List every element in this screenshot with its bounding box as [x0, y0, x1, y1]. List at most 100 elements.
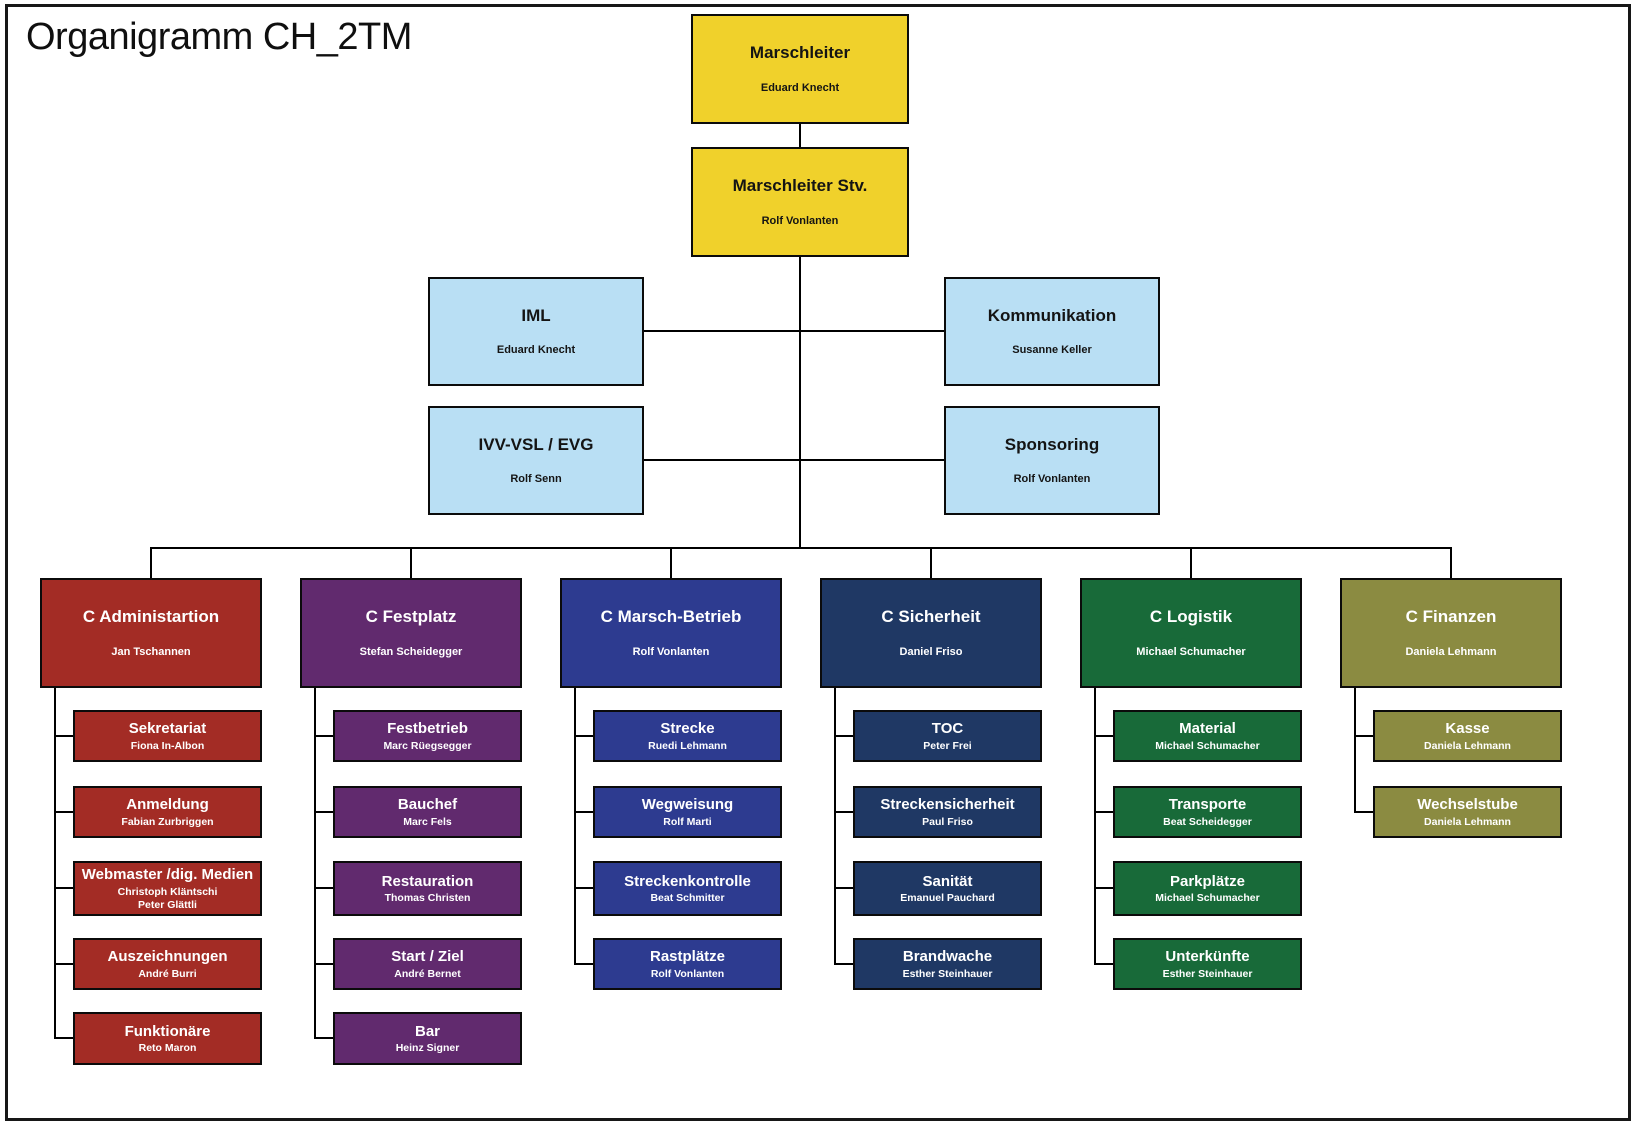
box-title: Sekretariat [128, 720, 207, 738]
connector-line [150, 547, 152, 578]
connector-line [54, 688, 56, 1039]
box-person: Reto Maron [138, 1042, 197, 1055]
org-box-marschleiter-stv: Marschleiter Stv. Rolf Vonlanten [691, 147, 909, 257]
box-person: Marc Fels [403, 815, 452, 828]
connector-line [314, 1037, 333, 1039]
box-person: Daniel Friso [899, 645, 963, 658]
dept-header-marsch-betrieb: C Marsch-Betrieb Rolf Vonlanten [560, 578, 782, 688]
org-box-sponsoring: Sponsoring Rolf Vonlanten [944, 406, 1160, 515]
child-box-rastplaetze: Rastplätze Rolf Vonlanten [593, 938, 782, 990]
connector-line [314, 735, 333, 737]
box-person: Eduard Knecht [760, 81, 840, 94]
connector-line [1190, 547, 1192, 578]
child-box-material: Material Michael Schumacher [1113, 710, 1302, 762]
box-title: Auszeichnungen [107, 948, 228, 966]
org-box-iml: IML Eduard Knecht [428, 277, 644, 386]
box-title: Rastplätze [649, 948, 726, 966]
box-person: André Burri [138, 967, 197, 980]
child-box-toc: TOC Peter Frei [853, 710, 1042, 762]
org-box-marschleiter: Marschleiter Eduard Knecht [691, 14, 909, 124]
box-title: Brandwache [902, 948, 993, 966]
child-box-streckenkontrolle: Streckenkontrolle Beat Schmitter [593, 861, 782, 916]
child-box-parkplaetze: Parkplätze Michael Schumacher [1113, 861, 1302, 916]
connector-line [1354, 735, 1373, 737]
box-person: Rolf Vonlanten [650, 967, 725, 980]
box-person: Thomas Christen [384, 892, 471, 905]
box-person: Marc Rüegsegger [383, 739, 472, 752]
child-box-bar: Bar Heinz Signer [333, 1012, 522, 1065]
box-person: Michael Schumacher [1136, 645, 1246, 658]
box-person: Fabian Zurbriggen [121, 815, 214, 828]
connector-line [1094, 811, 1113, 813]
connector-line [1094, 887, 1113, 889]
box-title: C Logistik [1149, 607, 1233, 627]
box-person: Fiona In-Albon [130, 739, 205, 752]
box-title: Sponsoring [1004, 434, 1100, 454]
box-person: Heinz Signer [395, 1042, 460, 1055]
box-person: Stefan Scheidegger [359, 645, 463, 658]
connector-line [1094, 963, 1113, 965]
child-box-restauration: Restauration Thomas Christen [333, 861, 522, 916]
connector-line [54, 811, 73, 813]
connector-line [930, 547, 932, 578]
connector-line [574, 688, 576, 965]
box-title: Streckensicherheit [880, 796, 1015, 814]
connector-line [834, 811, 853, 813]
child-box-bauchef: Bauchef Marc Fels [333, 786, 522, 838]
box-person: André Bernet [394, 967, 461, 980]
child-box-auszeichnungen: Auszeichnungen André Burri [73, 938, 262, 990]
box-person: Rolf Vonlanten [632, 645, 710, 658]
box-title: Anmeldung [126, 796, 209, 814]
box-title: Funktionäre [124, 1022, 211, 1040]
child-box-festbetrieb: Festbetrieb Marc Rüegsegger [333, 710, 522, 762]
connector-line [574, 887, 593, 889]
connector-line [150, 547, 1451, 549]
box-person: Beat Scheidegger [1163, 815, 1252, 828]
connector-line [799, 257, 801, 548]
child-box-wechselstube: Wechselstube Daniela Lehmann [1373, 786, 1562, 838]
page-title: Organigramm CH_2TM [26, 16, 412, 58]
box-person: Jan Tschannen [111, 645, 191, 658]
box-person: Daniela Lehmann [1424, 739, 1511, 752]
child-box-kasse: Kasse Daniela Lehmann [1373, 710, 1562, 762]
connector-line [644, 459, 944, 461]
box-person: Michael Schumacher [1155, 739, 1260, 752]
child-box-anmeldung: Anmeldung Fabian Zurbriggen [73, 786, 262, 838]
connector-line [1094, 688, 1096, 965]
box-person: Susanne Keller [1012, 344, 1092, 357]
box-person: Esther Steinhauer [1162, 967, 1253, 980]
box-title: Restauration [381, 872, 474, 890]
child-box-transporte: Transporte Beat Scheidegger [1113, 786, 1302, 838]
connector-line [314, 887, 333, 889]
box-title: IML [521, 305, 551, 325]
box-person: Rolf Marti [663, 815, 712, 828]
connector-line [799, 124, 801, 147]
connector-line [834, 887, 853, 889]
box-person: Daniela Lehmann [1424, 815, 1511, 828]
dept-header-administartion: C Administartion Jan Tschannen [40, 578, 262, 688]
box-title: Kommunikation [987, 305, 1117, 325]
box-title: C Administartion [82, 607, 220, 627]
connector-line [54, 735, 73, 737]
child-box-start-ziel: Start / Ziel André Bernet [333, 938, 522, 990]
box-person: Eduard Knecht [496, 344, 576, 357]
connector-line [314, 811, 333, 813]
box-title: C Sicherheit [881, 607, 981, 627]
connector-line [54, 887, 73, 889]
box-person: Esther Steinhauer [902, 967, 993, 980]
box-title: Wechselstube [1417, 796, 1518, 814]
connector-line [834, 963, 853, 965]
child-box-unterkuenfte: Unterkünfte Esther Steinhauer [1113, 938, 1302, 990]
box-person: Christoph Kläntschi [117, 885, 218, 898]
box-person: Peter Frei [923, 739, 972, 752]
box-title: Kasse [1445, 720, 1490, 738]
box-title: Bauchef [397, 796, 458, 814]
box-person: Ruedi Lehmann [648, 739, 727, 752]
box-person: Beat Schmitter [650, 892, 725, 905]
box-title: C Festplatz [365, 607, 457, 627]
child-box-funktionaere: Funktionäre Reto Maron [73, 1012, 262, 1065]
connector-line [574, 963, 593, 965]
box-title: Parkplätze [1169, 872, 1246, 890]
dept-header-logistik: C Logistik Michael Schumacher [1080, 578, 1302, 688]
